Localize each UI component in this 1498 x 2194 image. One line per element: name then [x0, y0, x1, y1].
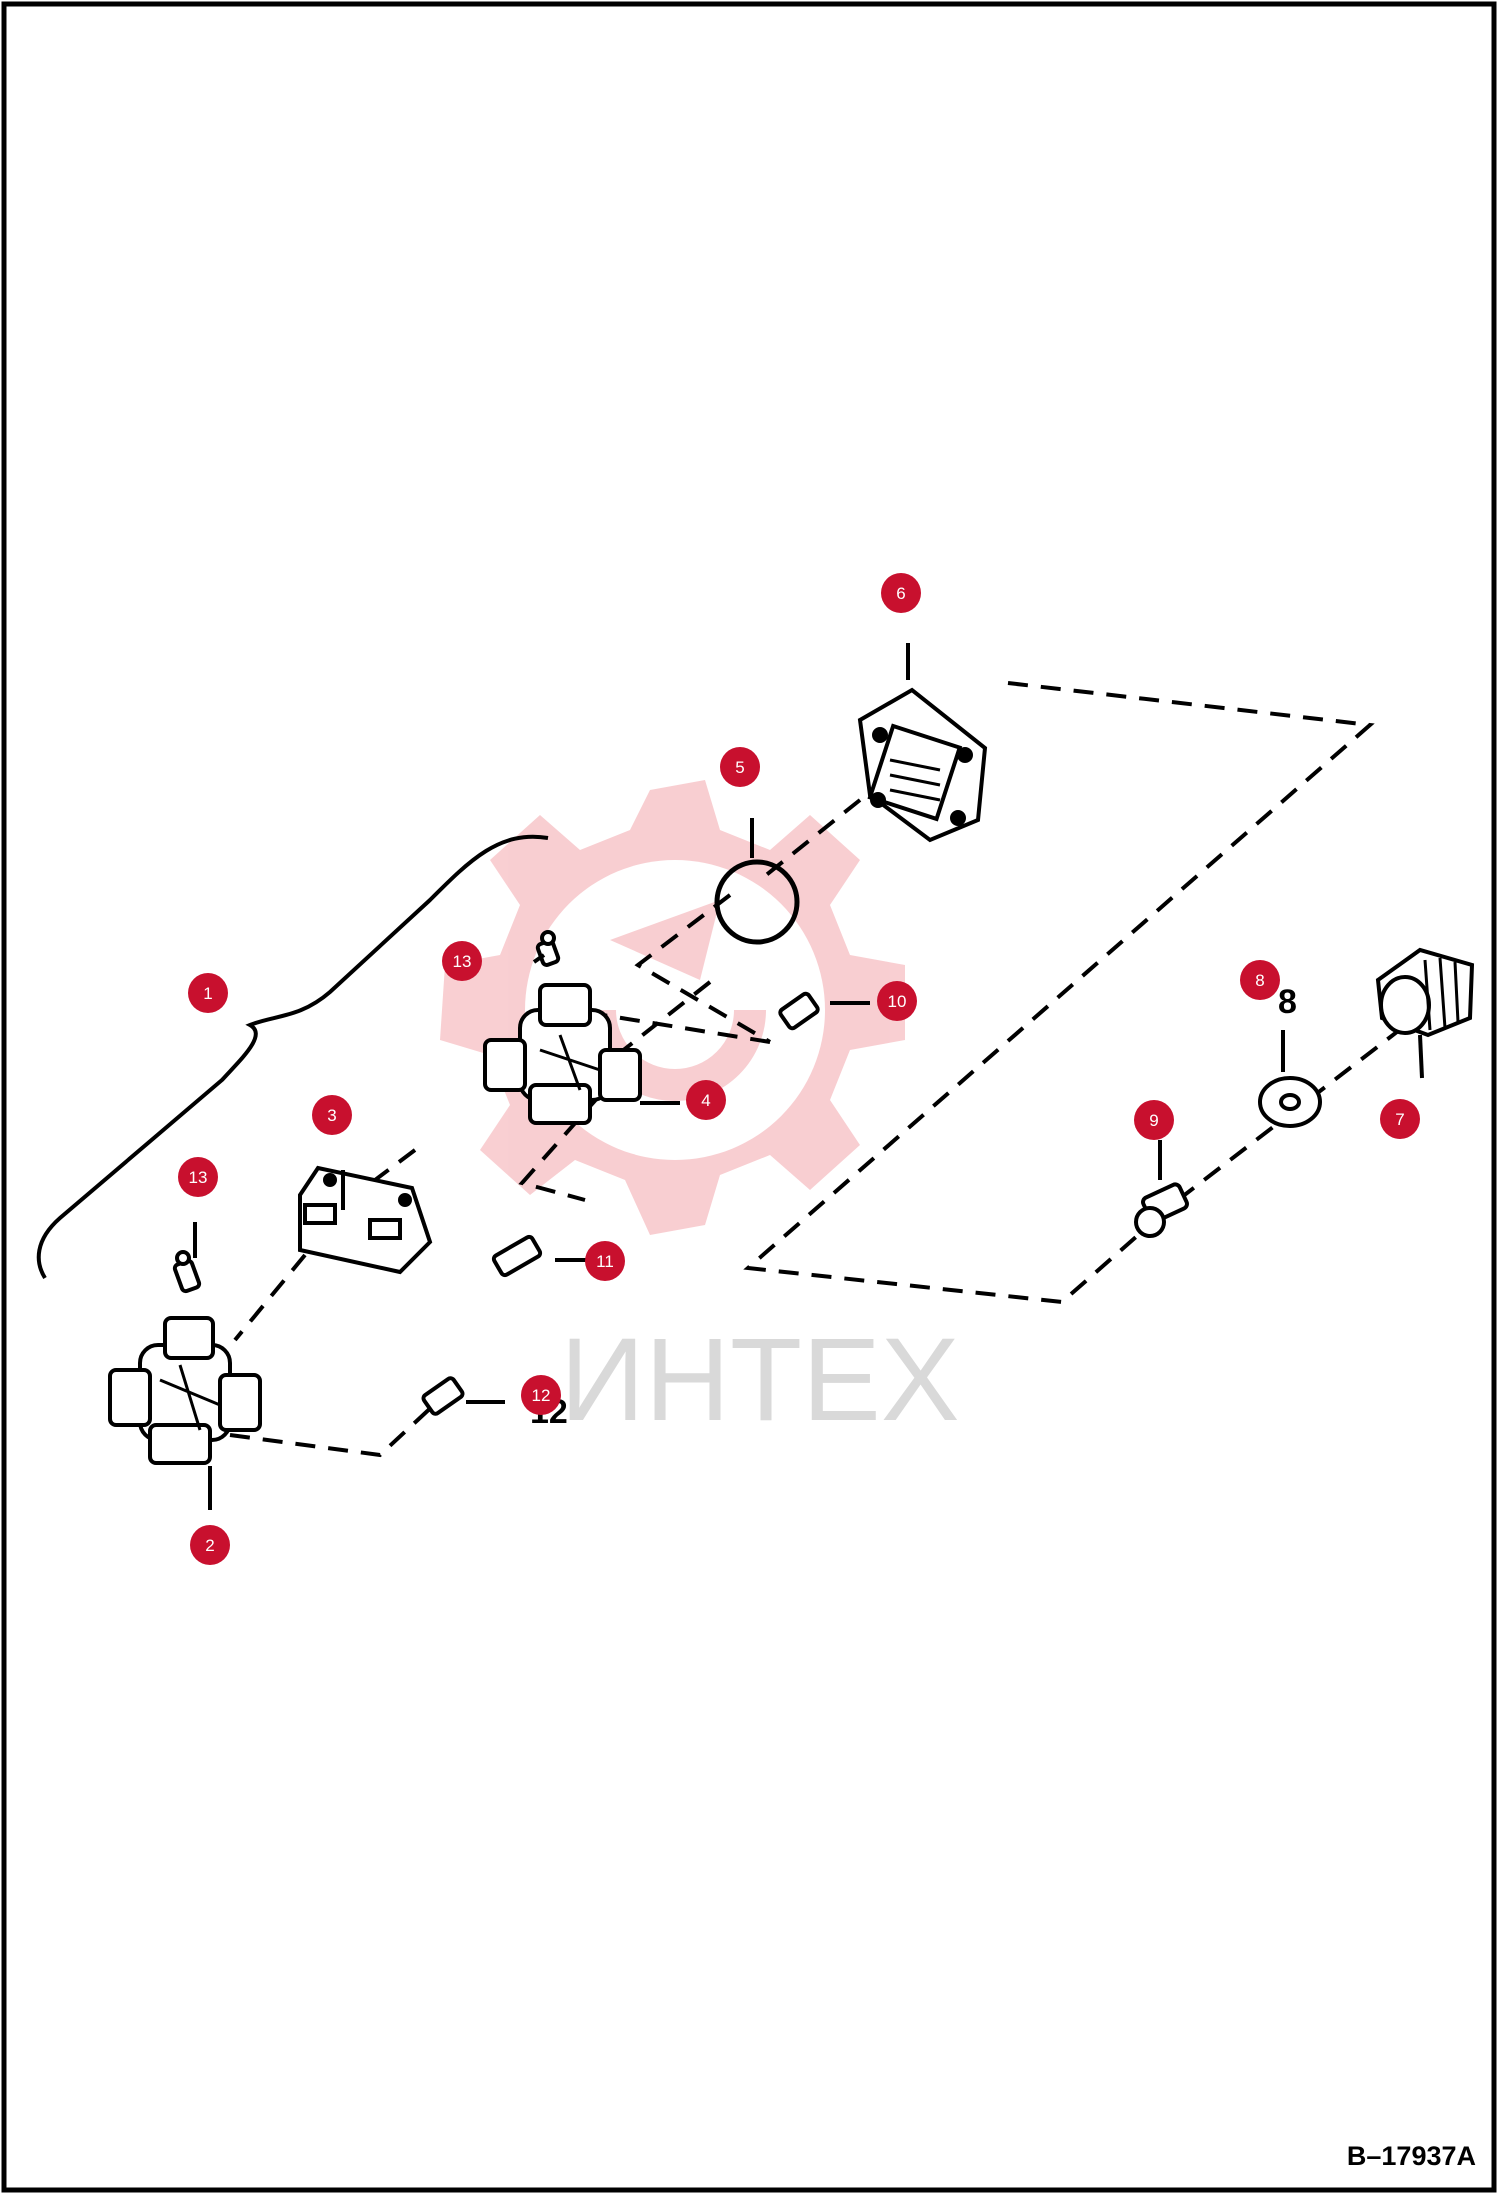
callout-badge: [1380, 1099, 1420, 1139]
callout-12: 12: [521, 1375, 561, 1415]
callout-badge: [188, 973, 228, 1013]
callout-9: 9: [1134, 1100, 1174, 1140]
cross-bearing-lower: [108, 1316, 262, 1465]
callout-label: 12: [532, 1386, 551, 1405]
callout-badge: [312, 1095, 352, 1135]
callout-label: 8: [1255, 971, 1264, 990]
grease-fitting-lower: [172, 1250, 202, 1294]
leader-lines: [193, 643, 1424, 1510]
group-bracket: [36, 834, 549, 1280]
callout-label: 4: [701, 1091, 710, 1110]
watermark-text: ИНТЕХ: [560, 1314, 960, 1446]
cross-bearing-upper: [483, 983, 642, 1125]
drawing-number: B–17937A: [1346, 2141, 1476, 2171]
o-ring-part: [714, 859, 800, 945]
callout-7: 7: [1380, 1099, 1420, 1139]
callout-label: 7: [1395, 1110, 1404, 1129]
callout-label: 13: [453, 952, 472, 971]
callout-label: 2: [205, 1536, 214, 1555]
callout-label: 6: [896, 584, 905, 603]
callout-badge: [877, 981, 917, 1021]
callout-10: 10: [877, 981, 917, 1021]
callout-8: 8: [1240, 960, 1280, 1000]
callout-badge: [585, 1241, 625, 1281]
callout-badge: [190, 1525, 230, 1565]
callout-badge: [442, 941, 482, 981]
callout-3: 3: [312, 1095, 352, 1135]
callout-13a: 13: [442, 941, 482, 981]
callout-13b: 13: [178, 1157, 218, 1197]
callout-4: 4: [686, 1080, 726, 1120]
callout-badge: [178, 1157, 218, 1197]
callout-label: 9: [1149, 1111, 1158, 1130]
bolt-part-11: [491, 1234, 543, 1278]
callout-badge: [521, 1375, 561, 1415]
callout-label: 10: [888, 992, 907, 1011]
callout-badge: [720, 747, 760, 787]
callout-1: 1: [188, 973, 228, 1013]
callout-badge: [1240, 960, 1280, 1000]
callout-2: 2: [190, 1525, 230, 1565]
callout-label: 11: [596, 1252, 614, 1271]
housing-part: [857, 687, 988, 843]
callout-label: 5: [735, 758, 744, 777]
coupler-part: [1375, 947, 1475, 1038]
yoke-part: [298, 1165, 433, 1275]
watermark-logo: [440, 780, 905, 1235]
callout-6: 6: [881, 573, 921, 613]
callout-label: 3: [327, 1106, 336, 1125]
bolt-part-12: [421, 1376, 465, 1416]
callout-badge: [881, 573, 921, 613]
callout-badge: [686, 1080, 726, 1120]
callout-11: 11: [585, 1241, 625, 1281]
callout-5: 5: [720, 747, 760, 787]
printed-number-8: 8: [1278, 983, 1297, 1021]
bolt-part-9: [1134, 1182, 1189, 1238]
bolt-part-10: [778, 991, 820, 1031]
callout-label: 1: [203, 984, 212, 1003]
callout-label: 13: [189, 1168, 208, 1187]
washer-part: [1258, 1076, 1322, 1128]
callout-badge: [1134, 1100, 1174, 1140]
